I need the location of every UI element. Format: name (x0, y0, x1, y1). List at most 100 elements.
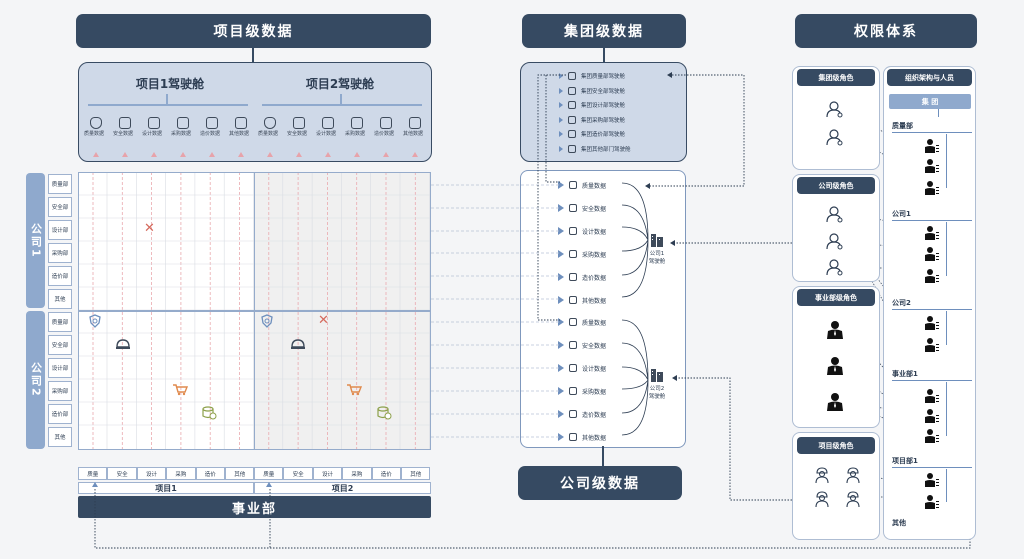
bottom-dept-cell: 质量 (254, 467, 284, 480)
company2-cockpit-label: 公司2 驾驶舱 (648, 386, 666, 400)
company-data-item[interactable]: 安全数据 (558, 340, 606, 350)
org-node-label: 其他 (892, 519, 906, 527)
play-icon (558, 273, 564, 281)
data-icon-label: 其他数据 (229, 131, 250, 137)
employee-icon (925, 139, 939, 153)
group-cockpit-item[interactable]: 集团采购部驾驶舱 (559, 115, 625, 125)
play-icon (558, 204, 564, 212)
data-type-icon (569, 433, 577, 441)
employee-icon (925, 226, 939, 240)
data-icon-label: 造价数据 (374, 131, 395, 137)
up-arrow-icon (412, 152, 418, 157)
play-icon (558, 341, 564, 349)
company-role-person-icon (826, 233, 843, 250)
data-icon-label: 设计数据 (142, 131, 163, 137)
dept-label: 安全部 (48, 197, 72, 217)
data-icon-label: 质量数据 (84, 131, 105, 137)
dept-label: 安全部 (48, 335, 72, 355)
data-icon-label: 其他数据 (403, 131, 424, 137)
group-cockpit-item[interactable]: 集团造价部驾驶舱 (559, 129, 625, 139)
play-icon (558, 318, 564, 326)
company-data-item[interactable]: 采购数据 (558, 386, 606, 396)
play-icon (559, 116, 563, 123)
bottom-dept-cell: 采购 (342, 467, 372, 480)
bu-role-person-icon (827, 321, 843, 339)
company-item-label: 其他数据 (582, 297, 607, 305)
org-node-label: 质量部 (892, 122, 913, 130)
company-item-label: 其他数据 (582, 434, 607, 442)
group-cockpit-item[interactable]: 集团设计部驾驶舱 (559, 100, 625, 110)
company-role-header: 公司级角色 (797, 177, 875, 194)
data-icon-label: 质量数据 (258, 131, 279, 137)
company-data-item[interactable]: 设计数据 (558, 363, 606, 373)
group-cockpit-item[interactable]: 集团其他部门驾驶舱 (559, 144, 631, 154)
cart-marker-icon (173, 384, 188, 396)
group-cockpit-item[interactable]: 集团安全部驾驶舱 (559, 86, 625, 96)
bottom-dept-cell: 采购 (166, 467, 196, 480)
org-group-node: 集 团 (889, 94, 971, 109)
employee-icon (925, 247, 939, 261)
data-type-icon (568, 72, 576, 80)
data-type-icon (569, 387, 577, 395)
data-type-icon (569, 227, 577, 235)
project2-cockpit-title: 项目2驾驶舱 (305, 77, 375, 91)
play-icon (559, 87, 563, 94)
company-data-item[interactable]: 质量数据 (558, 180, 606, 190)
group-level-header: 集团级数据 (522, 14, 686, 48)
project-cockpits-panel (78, 62, 432, 162)
group-item-label: 集团其他部门驾驶舱 (581, 146, 631, 153)
company-data-item[interactable]: 造价数据 (558, 409, 606, 419)
data-type-icon (569, 204, 577, 212)
data-icon-label: 采购数据 (345, 131, 366, 137)
employee-icon (925, 389, 939, 403)
company-data-item[interactable]: 其他数据 (558, 432, 606, 442)
group-item-label: 集团安全部驾驶舱 (581, 88, 626, 95)
company-item-label: 安全数据 (582, 342, 607, 350)
up-arrow-icon (296, 152, 302, 157)
data-icon-label: 设计数据 (316, 131, 337, 137)
company-item-label: 采购数据 (582, 388, 607, 396)
employee-icon (925, 338, 939, 352)
up-arrow-icon (122, 152, 128, 157)
tools-icon (322, 117, 334, 129)
employee-icon (925, 159, 939, 173)
company1-label: 公司1 (26, 173, 45, 308)
group-cockpit-item[interactable]: 集团质量部驾驶舱 (559, 71, 625, 81)
business-unit-bar: 事业部 (78, 496, 431, 518)
play-icon (559, 131, 563, 137)
company-data-item[interactable]: 造价数据 (558, 272, 606, 282)
company-item-label: 质量数据 (582, 319, 607, 327)
company-brace-lines (621, 182, 649, 436)
coins-marker-icon-2 (377, 406, 392, 420)
data-icon-label: 采购数据 (171, 131, 192, 137)
cart-marker-icon-2 (347, 384, 362, 396)
dept-label: 其他 (48, 289, 72, 309)
up-arrow-icon (238, 152, 244, 157)
building-icon (651, 234, 663, 247)
company-item-label: 安全数据 (582, 205, 607, 213)
org-box (883, 66, 976, 540)
bottom-dept-cell: 安全 (107, 467, 137, 480)
coins-marker-icon (202, 406, 217, 420)
bu-role-person-icon (827, 357, 843, 375)
bottom-dept-cell: 其他 (225, 467, 255, 480)
org-node-label: 公司1 (892, 210, 911, 218)
company-role-person-icon (826, 206, 843, 223)
badge-icon (235, 117, 247, 129)
play-icon (558, 227, 564, 235)
up-arrow-icon (209, 152, 215, 157)
org-node-label: 公司2 (892, 299, 911, 307)
play-icon (558, 181, 564, 189)
company-item-label: 造价数据 (582, 411, 607, 419)
company-data-item[interactable]: 设计数据 (558, 226, 606, 236)
dept-label: 造价部 (48, 404, 72, 424)
company-data-item[interactable]: 采购数据 (558, 249, 606, 259)
group-role-header: 集团级角色 (797, 69, 875, 86)
helmet-icon (119, 117, 131, 129)
group-item-label: 集团设计部驾驶舱 (581, 103, 626, 109)
company-data-item[interactable]: 质量数据 (558, 317, 606, 327)
company-data-item[interactable]: 安全数据 (558, 203, 606, 213)
company-data-item[interactable]: 其他数据 (558, 295, 606, 305)
bottom-dept-cell: 设计 (312, 467, 343, 480)
dept-label: 采购部 (48, 243, 72, 263)
